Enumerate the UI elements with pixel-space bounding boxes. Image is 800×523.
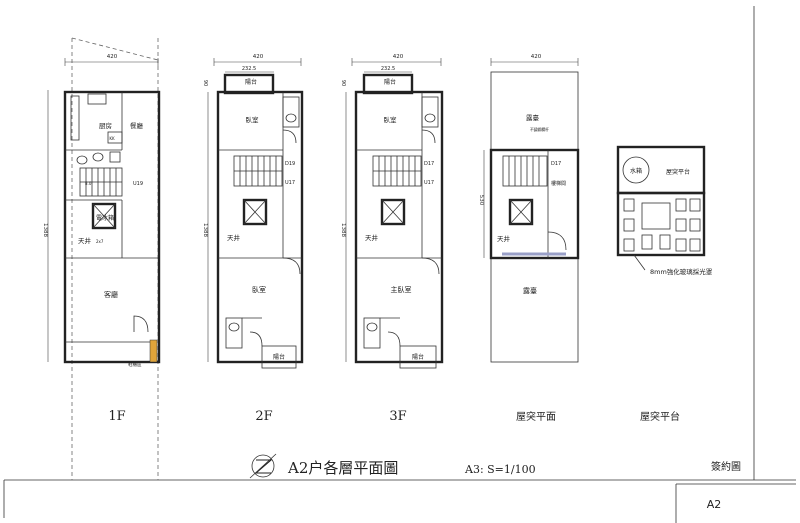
sheet-scale: A3: S=1/100 — [464, 463, 536, 476]
kitchen-label: 厨房 — [99, 121, 112, 130]
depth-dim-text: 1388 — [202, 223, 208, 237]
width-dim-text: 420 — [253, 54, 264, 60]
living-label: 客廳 — [104, 290, 118, 299]
light-well-label: 天井 — [78, 236, 92, 245]
top-dim-text: 90 — [340, 80, 346, 86]
floor-plan-roof: 420 530 露臺 不鏽鋼欄杆 D17 樓梯間 天井 露臺 屋突平面 — [478, 54, 580, 423]
shoe-cabinet — [149, 339, 158, 363]
sheet-title: A2户各層平面圖 — [287, 459, 398, 477]
depth-dimension: 1388 — [42, 90, 49, 362]
stair-roof — [502, 155, 548, 187]
balcony-bottom-label: 陽台 — [273, 353, 285, 361]
north-arrow-icon — [249, 453, 277, 479]
width-dim-text: 420 — [107, 54, 118, 60]
stair-up-label: U17 — [285, 180, 295, 186]
width-dimension: 420 232.5 90 — [340, 54, 442, 86]
balcony-bottom — [261, 345, 297, 369]
balcony-top-label: 陽台 — [245, 78, 257, 86]
stair-note: 8.0 — [85, 181, 92, 186]
bedroom-top-label: 臥室 — [384, 115, 398, 124]
width-dimension: 420 232.5 90 — [202, 54, 302, 86]
sheet-border — [3, 6, 796, 523]
depth-dim-text: 530 — [478, 195, 484, 206]
width-dimension: 420 — [64, 54, 159, 66]
fridge-label: 電冰箱 — [96, 214, 114, 222]
skylight-grid — [616, 191, 706, 257]
light-well-label: 天井 — [365, 233, 379, 242]
floor-label-2f: 2F — [255, 409, 272, 424]
bay-dim-text: 232.5 — [381, 66, 395, 72]
bedroom-top-label: 臥室 — [246, 115, 260, 124]
light-well-size: 2x7 — [96, 239, 104, 244]
floor-label-3f: 3F — [389, 409, 406, 424]
floor-label-roof: 屋突平面 — [516, 410, 556, 423]
floor-label-roof-platform: 屋突平台 — [640, 410, 680, 423]
stair-penthouse — [489, 148, 580, 260]
depth-dim-text: 1388 — [340, 223, 346, 237]
width-dim-text: 420 — [531, 54, 542, 60]
svg-text:KK: KK — [109, 136, 115, 141]
shoe-label: 鞋櫃區 — [128, 361, 142, 368]
light-well-label: 天井 — [497, 234, 511, 243]
master-bedroom-label: 主臥室 — [391, 285, 412, 294]
floor-plan-roof-platform: 水箱 屋突平台 8mm強化玻璃採光罩 屋突平台 — [616, 145, 713, 423]
stair-down-label: D19 — [285, 161, 295, 167]
platform-label: 屋突平台 — [666, 168, 690, 176]
elevator-shaft — [242, 198, 268, 226]
outer-walls — [216, 90, 304, 364]
dining-label: 餐廳 — [130, 121, 144, 130]
depth-dimension: 1388 — [340, 92, 347, 362]
width-dimension: 420 — [490, 54, 579, 66]
floor-plan-3f: 420 232.5 90 1388 陽 — [340, 54, 444, 424]
elevator-shaft — [508, 198, 534, 226]
terrace-bottom-label: 露臺 — [523, 286, 537, 295]
outer-walls — [63, 90, 161, 364]
elevator-shaft — [91, 202, 117, 230]
top-dim-text: 90 — [202, 80, 208, 86]
floor-plan-1f: 420 1388 KK U19 8.0 — [42, 37, 161, 481]
skylight-note: 8mm強化玻璃採光罩 — [650, 267, 713, 276]
stair-room-label: 樓梯間 — [551, 180, 566, 187]
terrace-top-label: 露臺 — [526, 113, 540, 122]
light-well-label: 天井 — [227, 233, 241, 242]
floor-label-1f: 1F — [108, 409, 125, 424]
elevator-shaft — [380, 198, 406, 226]
depth-dimension: 530 — [478, 150, 485, 258]
balcony-bottom — [399, 345, 437, 369]
floor-plan-2f: 420 232.5 90 1388 — [202, 54, 304, 424]
outer-walls — [354, 90, 444, 364]
water-tank-label: 水箱 — [630, 167, 642, 175]
width-dim-text: 420 — [393, 54, 404, 60]
bedroom-label: 臥室 — [252, 285, 266, 294]
stair-down-label: D17 — [551, 161, 561, 167]
stair-up-label: U17 — [424, 180, 434, 186]
balcony-top-label: 陽台 — [384, 78, 396, 86]
depth-dim-text: 1388 — [42, 223, 48, 237]
balcony-bottom-label: 陽台 — [412, 353, 424, 361]
stair-label: U19 — [133, 181, 143, 187]
sheet-number: A2 — [707, 498, 722, 511]
depth-dimension: 1388 — [202, 92, 209, 362]
railing-note: 不鏽鋼欄杆 — [530, 127, 549, 132]
bay-dim-text: 232.5 — [242, 66, 256, 72]
contract-stamp: 簽約圖 — [711, 460, 741, 473]
water-tank — [622, 156, 650, 184]
stair-down-label: D17 — [424, 161, 434, 167]
